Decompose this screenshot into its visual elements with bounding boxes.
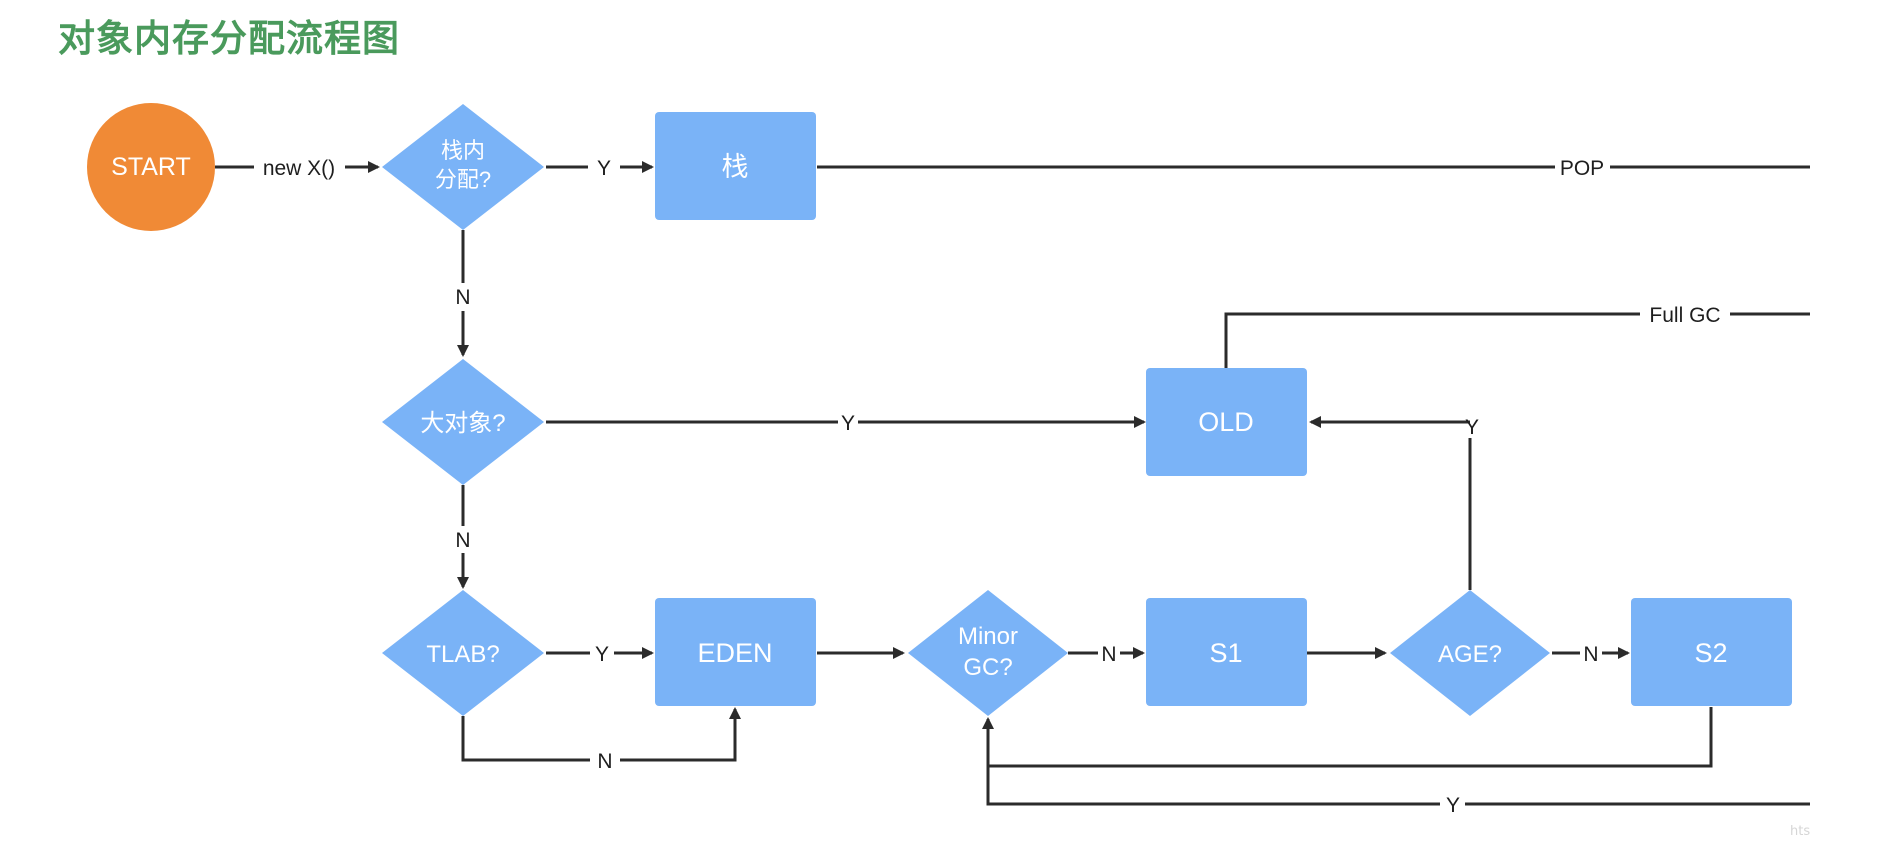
edge-label-pop: POP	[1560, 157, 1604, 180]
minor-gc-decision-diamond: Minor GC?	[908, 590, 1068, 716]
edge-age-yes	[1309, 416, 1472, 590]
edge-label-tlab-no: N	[597, 750, 612, 773]
s2-node: S2	[1631, 598, 1792, 706]
edge-label-full-gc: Full GC	[1649, 304, 1720, 327]
minor-gc-label-line2: GC?	[963, 654, 1012, 681]
edge-label-tlab-yes: Y	[595, 643, 609, 666]
old-label: OLD	[1198, 407, 1254, 437]
minor-gc-label-line1: Minor	[958, 623, 1018, 650]
s2-label: S2	[1694, 638, 1727, 668]
edge-label-big-yes: Y	[841, 412, 855, 435]
s1-node: S1	[1146, 598, 1307, 706]
big-object-label: 大对象?	[420, 410, 505, 437]
edge-label-age-no: N	[1583, 643, 1598, 666]
start-node: START	[87, 103, 215, 231]
start-label: START	[111, 153, 191, 181]
big-object-decision-diamond: 大对象?	[382, 359, 544, 485]
old-node: OLD	[1146, 368, 1307, 476]
edge-tlab-no	[461, 707, 741, 762]
tlab-decision-diamond: TLAB?	[382, 590, 544, 716]
age-label: AGE?	[1438, 641, 1502, 668]
eden-label: EDEN	[697, 638, 772, 668]
stack-decision-label-line2: 分配?	[435, 167, 491, 192]
watermark: hts	[1790, 824, 1810, 839]
page-title: 对象内存分配流程图	[58, 17, 400, 60]
stack-decision-diamond: 栈内 分配?	[382, 104, 544, 230]
stack-decision-label-line1: 栈内	[441, 138, 485, 163]
s1-label: S1	[1209, 638, 1242, 668]
edge-label-loop-yes: Y	[1446, 794, 1460, 817]
stack-label: 栈	[722, 152, 749, 182]
edge-label-minor-no: N	[1101, 643, 1116, 666]
edge-label-stack-yes: Y	[597, 157, 611, 180]
age-decision-diamond: AGE?	[1390, 590, 1550, 716]
edge-label-big-no: N	[455, 529, 470, 552]
stack-node: 栈	[655, 112, 816, 220]
edge-label-age-yes: Y	[1465, 416, 1479, 439]
edge-loop-yes	[982, 717, 1810, 806]
edge-full-gc	[1224, 312, 1810, 368]
tlab-label: TLAB?	[426, 641, 499, 668]
eden-node: EDEN	[655, 598, 816, 706]
edge-label-stack-no: N	[455, 286, 470, 309]
edge-s2-to-minor	[988, 707, 1713, 768]
edge-label-new-x: new X()	[263, 157, 335, 180]
